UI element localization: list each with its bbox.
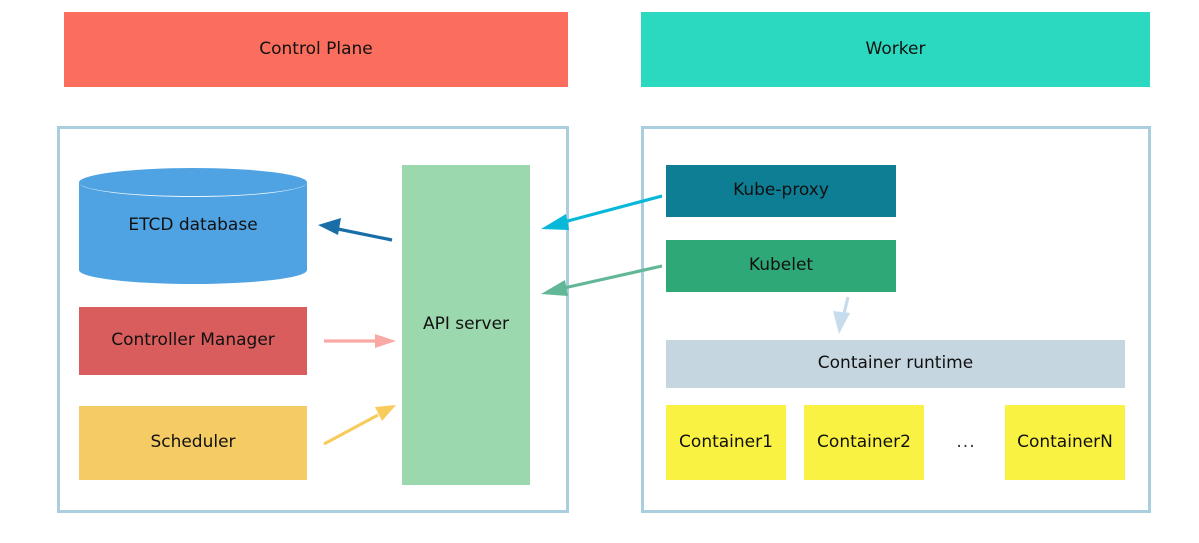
node-etcd-database-label: ETCD database bbox=[128, 215, 258, 236]
node-scheduler-label: Scheduler bbox=[150, 432, 236, 453]
header-control-plane-label: Control Plane bbox=[259, 38, 373, 59]
node-container-n: ContainerN bbox=[1005, 405, 1125, 480]
header-worker: Worker bbox=[641, 12, 1150, 87]
node-api-server-label: API server bbox=[422, 314, 510, 335]
container-ellipsis: ... bbox=[940, 405, 992, 480]
node-scheduler: Scheduler bbox=[79, 406, 307, 480]
node-controller-manager: Controller Manager bbox=[79, 307, 307, 375]
container-ellipsis-label: ... bbox=[956, 431, 976, 452]
header-control-plane: Control Plane bbox=[64, 12, 568, 87]
node-container-2: Container2 bbox=[804, 405, 924, 480]
node-container-1: Container1 bbox=[666, 405, 786, 480]
cylinder-shape: ETCD database bbox=[79, 168, 307, 284]
node-kube-proxy: Kube-proxy bbox=[666, 165, 896, 217]
node-api-server: API server bbox=[402, 165, 530, 485]
node-container-1-label: Container1 bbox=[679, 431, 773, 452]
node-kubelet-label: Kubelet bbox=[748, 255, 814, 276]
header-worker-label: Worker bbox=[865, 38, 926, 59]
node-kube-proxy-label: Kube-proxy bbox=[733, 180, 829, 201]
node-kubelet: Kubelet bbox=[666, 240, 896, 292]
node-container-runtime: Container runtime bbox=[666, 340, 1125, 388]
node-container-runtime-label: Container runtime bbox=[817, 353, 974, 374]
node-etcd-database-label-wrap: ETCD database bbox=[79, 168, 307, 284]
node-controller-manager-label: Controller Manager bbox=[111, 330, 275, 351]
cylinder-top bbox=[79, 168, 307, 197]
node-etcd-database: ETCD database bbox=[79, 168, 307, 284]
node-container-2-label: Container2 bbox=[817, 431, 911, 452]
node-container-n-label: ContainerN bbox=[1017, 431, 1113, 452]
